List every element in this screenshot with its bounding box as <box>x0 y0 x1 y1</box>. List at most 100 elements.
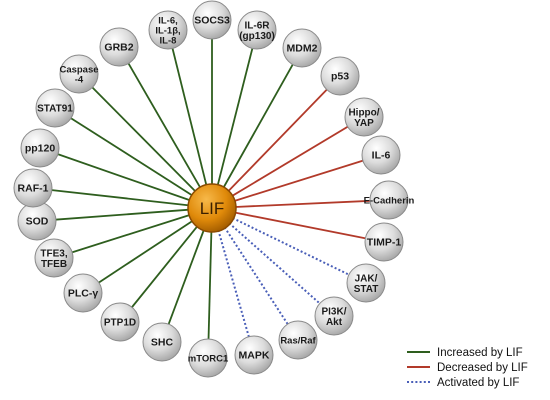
edge-mapk <box>217 229 251 338</box>
node-label-line: -4 <box>75 74 84 85</box>
edge-tfe3-tfeb <box>70 214 191 254</box>
node-label-line: JAK/ <box>355 273 378 284</box>
node-e-cadherin: E-Cadherin <box>364 180 415 220</box>
edge-shc <box>167 229 205 326</box>
hub-label: LIF <box>200 199 225 218</box>
node-label-line: SOD <box>26 216 49 228</box>
node-circle <box>35 88 75 128</box>
legend-label: Increased by LIF <box>437 347 523 359</box>
node-mdm2: MDM2 <box>282 28 322 68</box>
edge-plc-g <box>97 219 194 284</box>
node-label-line: (gp130) <box>239 31 275 42</box>
node-label: MAPK <box>239 350 270 362</box>
node-circle <box>320 56 360 96</box>
node-circle <box>99 27 139 67</box>
node-label-line: mTORC1 <box>188 353 229 364</box>
edge-mtorc1 <box>207 230 213 341</box>
node-il6r: IL-6R(gp130) <box>237 10 277 50</box>
node-mapk: MAPK <box>234 335 274 375</box>
node-grb2: GRB2 <box>99 27 139 67</box>
legend-item-activated: Activated by LIF <box>407 377 519 389</box>
node-label: JAK/STAT <box>354 273 379 295</box>
node-label-line: Akt <box>326 317 343 328</box>
node-circle <box>100 302 140 342</box>
edge-hippo-yap <box>231 125 350 197</box>
edge-il6-il1b-il8 <box>171 47 208 186</box>
node-circle <box>13 168 53 208</box>
edge-ras-raf <box>223 226 290 326</box>
node-label-line: Caspase <box>59 64 98 75</box>
node-circle <box>361 135 401 175</box>
node-label-line: E-Cadherin <box>364 195 415 206</box>
node-label: Hippo/YAP <box>348 107 379 129</box>
node-label: Ras/Raf <box>280 335 316 346</box>
node-circle <box>278 320 318 360</box>
node-label-line: PTP1D <box>104 318 136 329</box>
edge-p53 <box>227 88 329 193</box>
edge-pp120 <box>56 153 191 202</box>
legend: Increased by LIF Decreased by LIF Activate… <box>407 347 528 389</box>
node-label: pp120 <box>25 143 56 155</box>
node-label-line: SHC <box>151 337 174 349</box>
edge-e-cadherin <box>234 199 372 208</box>
node-label-line: STAT <box>354 284 379 295</box>
edge-caspase4 <box>91 86 197 193</box>
node-caspase4: Caspase-4 <box>59 54 99 94</box>
node-label: GRB2 <box>104 42 133 54</box>
node-label-line: TFEB <box>41 259 67 270</box>
node-label: SHC <box>151 337 174 349</box>
node-mtorc1: mTORC1 <box>188 338 229 378</box>
node-label-line: YAP <box>354 118 374 129</box>
edge-mdm2 <box>222 63 294 189</box>
node-ras-raf: Ras/Raf <box>278 320 318 360</box>
node-label-line: STAT91 <box>37 104 73 115</box>
node-label-line: PI3K/ <box>321 306 346 317</box>
node-hippo-yap: Hippo/YAP <box>344 97 384 137</box>
node-label-line: SOCS3 <box>194 15 230 27</box>
node-label: p53 <box>331 71 349 83</box>
node-circle <box>20 128 60 168</box>
node-label-line: IL-6 <box>372 150 391 162</box>
nodes-layer: IL-6,IL-1β,IL-8 SOCS3 IL-6R(gp130) MDM2 p53H… <box>13 0 415 378</box>
node-circle <box>142 322 182 362</box>
node-pp120: pp120 <box>20 128 60 168</box>
node-pi3k-akt: PI3K/Akt <box>314 296 354 336</box>
node-label-line: IL-6, <box>158 15 178 26</box>
node-label: IL-6R(gp130) <box>239 20 275 42</box>
node-ptp1d: PTP1D <box>100 302 140 342</box>
node-circle <box>59 54 99 94</box>
node-label-line: GRB2 <box>104 42 133 54</box>
node-label-line: p53 <box>331 71 349 83</box>
node-il6-il1b-il8: IL-6,IL-1β,IL-8 <box>148 10 188 50</box>
node-label-line: MDM2 <box>287 43 318 55</box>
edge-raf1 <box>50 189 190 207</box>
edge-jak-stat <box>232 217 351 276</box>
node-label: TIMP-1 <box>367 237 402 249</box>
edge-sod <box>54 208 190 221</box>
legend-item-decreased: Decreased by LIF <box>407 362 528 374</box>
node-circle <box>237 10 277 50</box>
node-label-line: pp120 <box>25 143 56 155</box>
node-stat91: STAT91 <box>35 88 75 128</box>
node-sod: SOD <box>17 201 57 241</box>
node-shc: SHC <box>142 322 182 362</box>
node-label: mTORC1 <box>188 353 229 364</box>
node-label-line: IL-8 <box>160 35 177 46</box>
edge-grb2 <box>127 62 202 189</box>
node-circle <box>314 296 354 336</box>
node-circle <box>192 0 232 40</box>
node-label: SOD <box>26 216 49 228</box>
node-circle <box>188 338 228 378</box>
legend-item-increased: Increased by LIF <box>407 347 523 359</box>
legend-label: Activated by LIF <box>437 377 519 389</box>
node-circle <box>346 263 386 303</box>
node-label: STAT91 <box>37 104 73 115</box>
node-socs3: SOCS3 <box>192 0 232 40</box>
node-label-line: PLC-γ <box>68 288 98 300</box>
node-circle <box>63 273 103 313</box>
node-raf1: RAF-1 <box>13 168 53 208</box>
node-circle <box>364 222 404 262</box>
node-label: IL-6,IL-1β,IL-8 <box>155 15 180 46</box>
node-label-line: TFE3, <box>40 248 67 259</box>
